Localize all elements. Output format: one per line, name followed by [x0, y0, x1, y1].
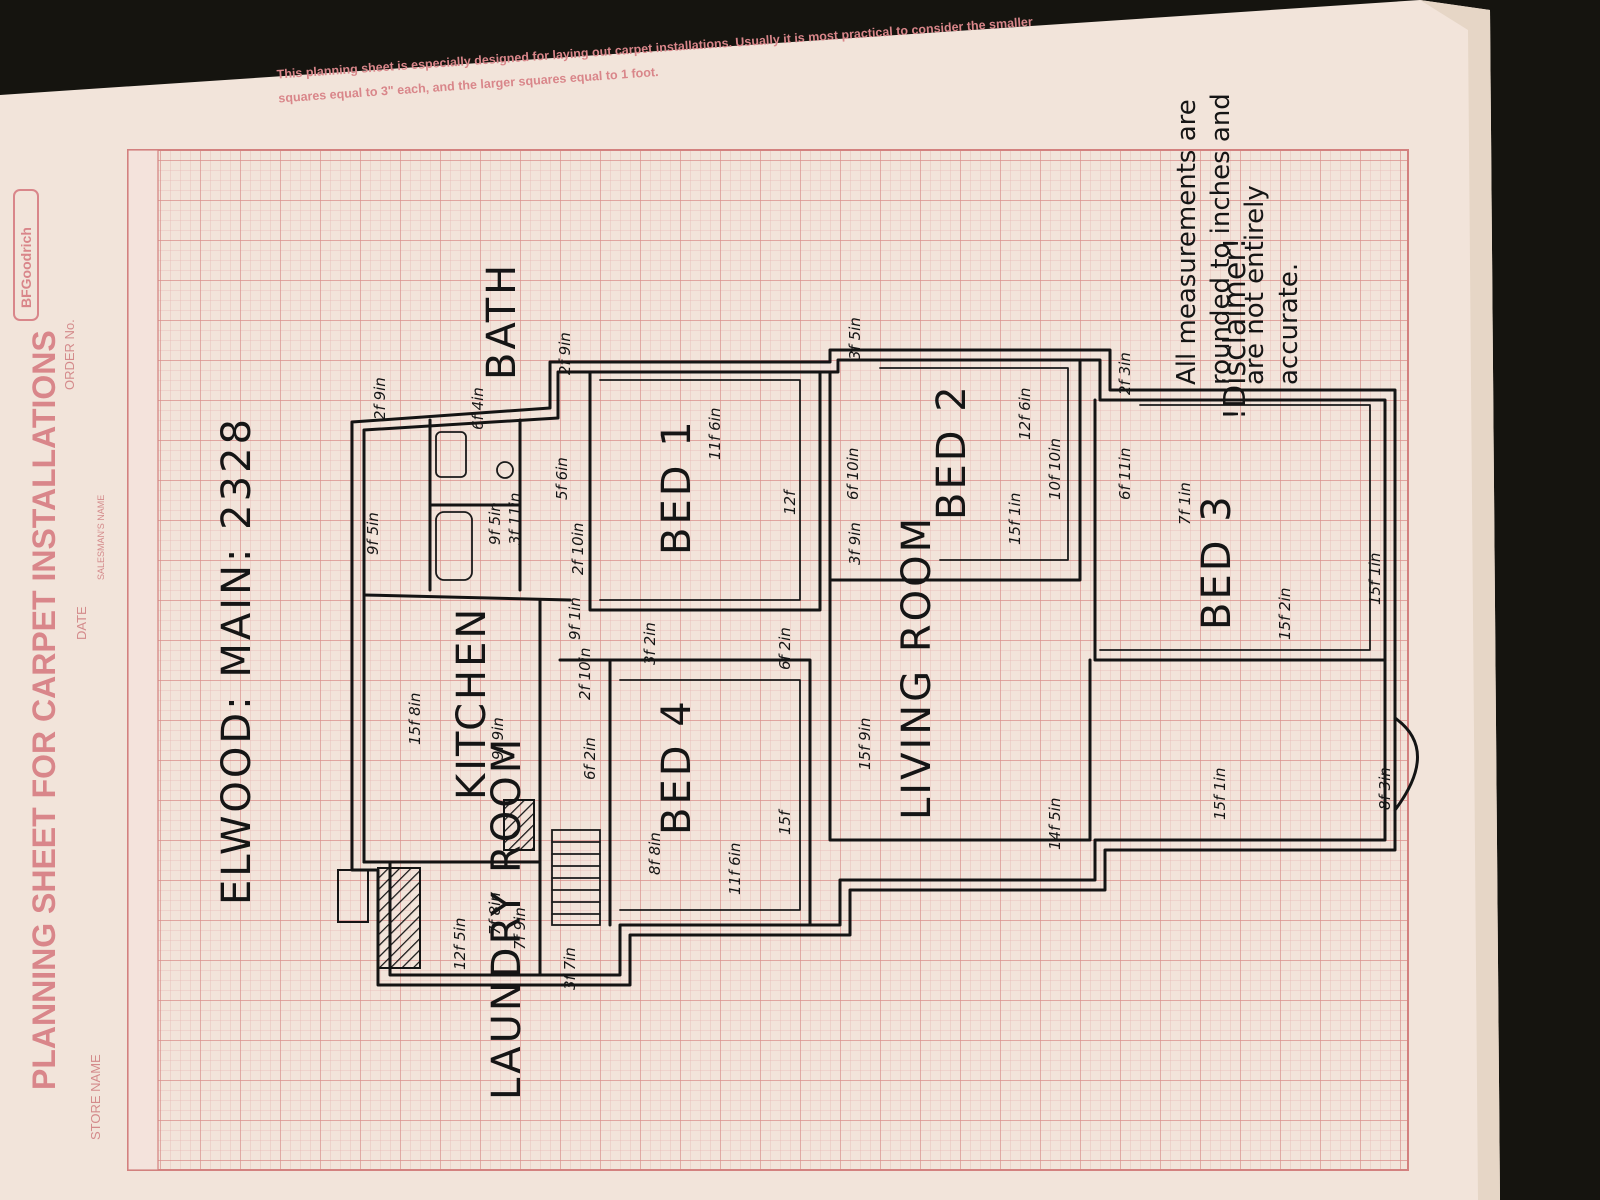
number-strip: [127, 149, 159, 1171]
dim-bed4-c: 2f 10in: [576, 648, 594, 700]
dim-bath-b: 3f 11in: [506, 493, 524, 545]
dim-bed3-b: 6f 11in: [1116, 448, 1134, 500]
dim-bath-f: 2f 10in: [569, 523, 587, 575]
disclaimer-text: All measurements are rounded to inches a…: [1172, 93, 1304, 385]
dim-bed3-a: 7f 1in: [1176, 482, 1194, 525]
dim-bed2-c: 3f 9in: [846, 522, 864, 565]
bed2-dimension-lines: [879, 367, 1069, 561]
dim-laundry-c: 12f 5in: [451, 918, 469, 970]
room-label-bed3: BED 3: [1194, 493, 1240, 630]
dim-kitchen-width: 9f 9in: [489, 717, 507, 760]
dim-bed2-b: 6f 10in: [844, 448, 862, 500]
dim-bed4-width: 11f 6in: [726, 843, 744, 895]
wall-bath: [428, 418, 522, 592]
dim-living-width: 14f 5in: [1046, 798, 1064, 850]
planning-note: This planning sheet is especially design…: [276, 14, 1034, 106]
wall-bed3: [1093, 398, 1387, 662]
bed4-dimension-lines: [619, 679, 801, 911]
dim-bed1-closet: 2f 9in: [556, 332, 574, 375]
dim-bath-c: 5f 6in: [553, 457, 571, 500]
dim-bed3-length: 15f 1in: [1366, 553, 1384, 605]
brand-logo: [13, 189, 39, 321]
field-date: DATE: [74, 606, 89, 640]
field-store-name: STORE NAME: [88, 1054, 103, 1140]
dim-bed1-length: 12f: [781, 488, 799, 515]
dim-bed4-b: 6f 2in: [581, 737, 599, 780]
room-label-bath: BATH: [479, 262, 525, 380]
dim-bed3-width: 15f 2in: [1276, 588, 1294, 640]
outer-wall: [350, 348, 1397, 987]
bed1-dimension-lines: [599, 379, 801, 601]
bed3-dimension-lines: [1099, 404, 1371, 651]
dim-bath-e: 2f 9in: [371, 377, 389, 420]
wall-bed1: [588, 370, 822, 612]
sink-icon: [435, 431, 467, 478]
dim-hall-d: 6f 2in: [776, 627, 794, 670]
front-bay: [1393, 716, 1419, 812]
dim-bed2-length: 10f 10in: [1046, 438, 1064, 500]
dim-laundry-a: 7f 8in: [486, 892, 504, 935]
floor-plan: [337, 348, 1419, 987]
fireplace-hatch: [503, 799, 535, 851]
dim-bed4-length: 15f: [776, 808, 794, 835]
dim-laundry-b: 7f 9in: [511, 907, 529, 950]
toilet-icon: [496, 461, 514, 479]
room-label-bed2: BED 2: [929, 383, 975, 520]
dim-hall-c: 3f 2in: [641, 622, 659, 665]
stairs-icon: [551, 829, 601, 926]
field-salesman: SALESMAN'S NAME: [96, 495, 106, 580]
dim-bed2-a: 15f 1in: [1006, 493, 1024, 545]
wall-bed2: [828, 358, 1082, 582]
dim-hall-a: 3f 7in: [561, 947, 579, 990]
paper-shadow-edge: [1420, 0, 1500, 1200]
outer-wall-inner: [362, 358, 1387, 977]
disclaimer-title: !Disclaimer!: [1218, 237, 1253, 420]
dim-kitchen-length: 15f 8in: [406, 693, 424, 745]
room-label-bed4: BED 4: [654, 698, 700, 835]
brand-name: BFGoodrich: [18, 227, 34, 308]
dim-bath-a: 9f 5in: [486, 502, 504, 545]
sheet-header-title: PLANNING SHEET FOR CARPET INSTALLATIONS: [26, 330, 62, 1090]
room-label-living: LIVING ROOM: [894, 515, 940, 820]
dim-living-c: 8f 3in: [1376, 767, 1394, 810]
bathtub-icon: [435, 511, 473, 581]
wall-bed4: [558, 658, 812, 927]
field-order-no: ORDER No.: [62, 319, 77, 390]
dim-bed2-d: 3f 5in: [846, 317, 864, 360]
room-label-bed1: BED 1: [654, 418, 700, 555]
disclaimer-box: All measurements are rounded to inches a…: [1172, 93, 1304, 385]
room-label-kitchen: KITCHEN: [449, 606, 495, 800]
dim-hall-b: 9f 1in: [566, 597, 584, 640]
dim-bed4-a: 8f 8in: [646, 832, 664, 875]
chimney-hatch: [377, 867, 421, 969]
dim-living-b: 15f 1in: [1211, 768, 1229, 820]
dim-kitchen-top: 9f 5in: [364, 512, 382, 555]
dim-bed2-width: 12f 6in: [1016, 388, 1034, 440]
wall-kitchen-north: [362, 593, 572, 602]
dim-living-length: 15f 9in: [856, 718, 874, 770]
room-label-laundry: LAUNDRY ROOM: [484, 736, 530, 1100]
wall-living: [828, 578, 1092, 842]
dim-bed1-width: 11f 6in: [706, 408, 724, 460]
dim-bath-d: 6f 4in: [469, 387, 487, 430]
dim-bed3-c: 2f 3in: [1116, 352, 1134, 395]
plan-title: ELWOOD: MAIN: 2328: [214, 416, 260, 905]
vent-box: [337, 869, 369, 923]
